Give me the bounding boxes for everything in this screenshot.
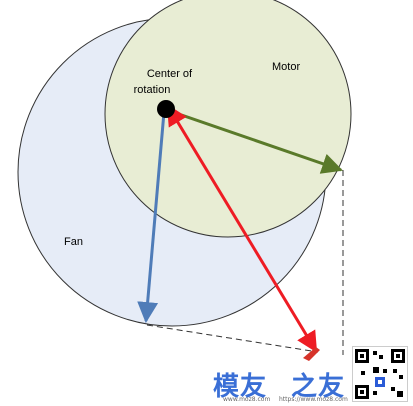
center-label-line1: Center of bbox=[147, 68, 193, 80]
watermark-text-left: 模友 bbox=[213, 372, 268, 402]
motor-label: Motor bbox=[272, 61, 300, 73]
watermark-url-right: https://www.moz8.com bbox=[279, 396, 348, 403]
plane-icon bbox=[303, 347, 320, 361]
watermark-text-right: 之友 bbox=[291, 372, 346, 402]
watermark-url-left: www.moz8.com bbox=[223, 396, 271, 403]
center-label-line2: rotation bbox=[134, 84, 171, 96]
fan-label: Fan bbox=[64, 236, 83, 248]
dashed-line-bottom bbox=[146, 324, 319, 353]
center-label: Center of rotation bbox=[134, 68, 196, 96]
center-hub bbox=[157, 100, 175, 118]
watermark: 模友 之友 www.moz8.com https://www.moz8.com bbox=[205, 352, 413, 406]
arrow-red-to-corner bbox=[166, 104, 318, 353]
qr-code-icon bbox=[352, 346, 408, 402]
motor-circle bbox=[104, 0, 352, 238]
arrow-blue-to-fan-edge bbox=[137, 111, 166, 324]
